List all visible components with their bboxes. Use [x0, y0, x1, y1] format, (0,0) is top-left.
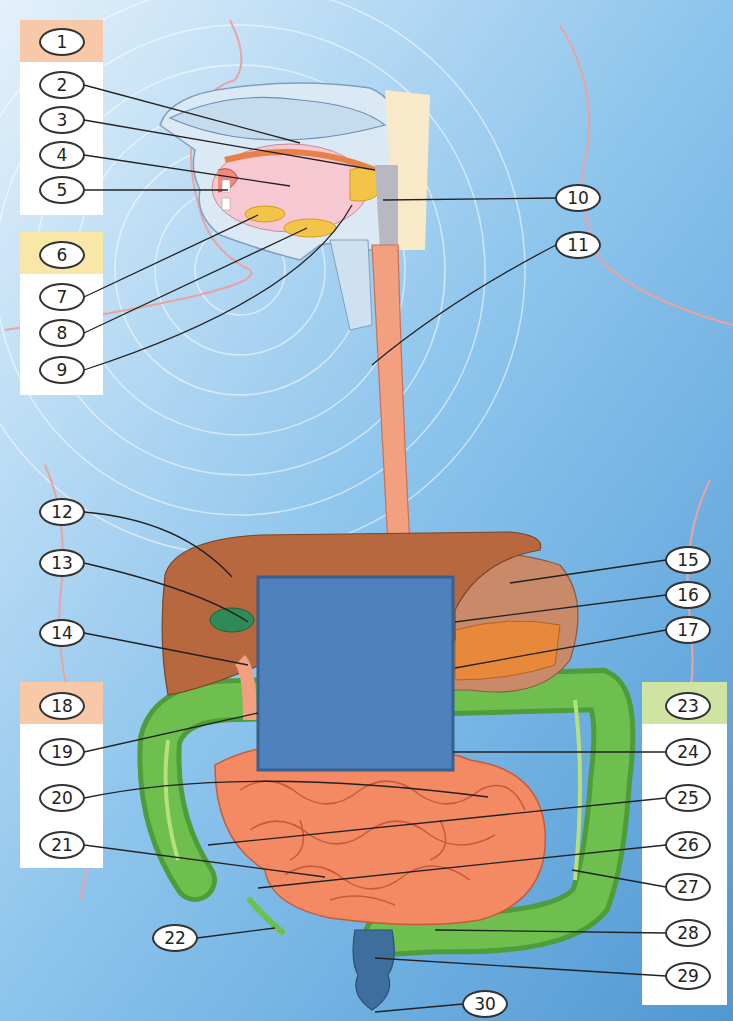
callout-number: 26: [665, 831, 711, 859]
leader-line: [258, 845, 666, 888]
body-outline-line: [560, 25, 733, 325]
callout-number: 28: [665, 919, 711, 947]
gallbladder: [210, 608, 254, 632]
callout-number: 27: [665, 873, 711, 901]
leader-line: [455, 630, 666, 668]
ring: [0, 0, 525, 555]
leader-line: [375, 958, 666, 976]
tooth: [222, 198, 230, 210]
leader-line: [572, 870, 666, 887]
trachea: [330, 240, 372, 330]
leader-line: [84, 189, 228, 190]
leader-line: [84, 512, 232, 577]
panel-header: [20, 20, 103, 62]
callout-number: 15: [665, 546, 711, 574]
callout-number: 14: [39, 619, 85, 647]
callout-number: 22: [152, 924, 198, 952]
leader-line: [455, 595, 666, 622]
callout-number: 24: [665, 738, 711, 766]
leader-line: [84, 215, 258, 297]
callout-number: 19: [39, 738, 85, 766]
callout-number: 16: [665, 581, 711, 609]
callout-number: 23: [665, 692, 711, 720]
callout-number: 6: [39, 241, 85, 269]
callout-number: 18: [39, 692, 85, 720]
callout-number: 13: [39, 549, 85, 577]
esophagus: [372, 245, 410, 545]
callout-number: 11: [555, 231, 601, 259]
callout-number: 5: [39, 176, 85, 204]
concentric-rings: [0, 0, 525, 555]
callout-number: 10: [555, 184, 601, 212]
palate: [225, 152, 375, 170]
leader-line: [84, 633, 248, 665]
leader-line: [510, 560, 666, 583]
callout-number: 20: [39, 784, 85, 812]
leader-line: [84, 155, 290, 186]
duodenum: [240, 660, 250, 720]
leader-lines: [84, 85, 666, 1012]
leader-line: [84, 205, 352, 370]
callout-number: 4: [39, 141, 85, 169]
leader-line: [84, 85, 300, 143]
intestine-folds: [240, 781, 525, 905]
callout-number: 12: [39, 498, 85, 526]
leader-line: [84, 228, 307, 333]
panel: [20, 232, 103, 395]
leader-line: [208, 798, 666, 845]
cover-box: [258, 577, 453, 770]
callout-number: 17: [665, 616, 711, 644]
callout-number: 21: [39, 831, 85, 859]
callout-number: 9: [39, 356, 85, 384]
leader-line: [375, 1004, 463, 1012]
leader-line: [383, 198, 556, 200]
leader-line: [197, 928, 275, 938]
salivary-gland: [284, 219, 336, 237]
leader-line: [84, 563, 248, 622]
callout-number: 2: [39, 71, 85, 99]
pharynx: [375, 165, 398, 250]
panel-header: [642, 682, 727, 724]
callout-number: 1: [39, 28, 85, 56]
rectum: [353, 930, 394, 1010]
panel: [20, 682, 103, 868]
panel: [20, 20, 103, 215]
leader-line: [84, 713, 258, 752]
callout-number: 8: [39, 319, 85, 347]
salivary-gland: [245, 206, 285, 222]
lips: [218, 169, 238, 192]
callout-number: 29: [665, 962, 711, 990]
leader-line: [84, 781, 488, 798]
pancreas: [455, 621, 560, 680]
callout-number: 25: [665, 784, 711, 812]
callout-number: 3: [39, 106, 85, 134]
leader-line: [453, 751, 666, 752]
leader-line: [372, 245, 556, 365]
panel: [642, 682, 727, 1005]
callout-panels: [20, 20, 727, 1005]
leader-line: [435, 930, 666, 933]
callout-number: 30: [462, 990, 508, 1018]
leader-line: [84, 120, 375, 170]
leader-line: [84, 845, 325, 877]
panel-header: [20, 682, 103, 724]
nasal-cavity: [170, 97, 385, 140]
panel-header: [20, 232, 103, 274]
appendix: [250, 900, 282, 932]
callout-number: 7: [39, 283, 85, 311]
